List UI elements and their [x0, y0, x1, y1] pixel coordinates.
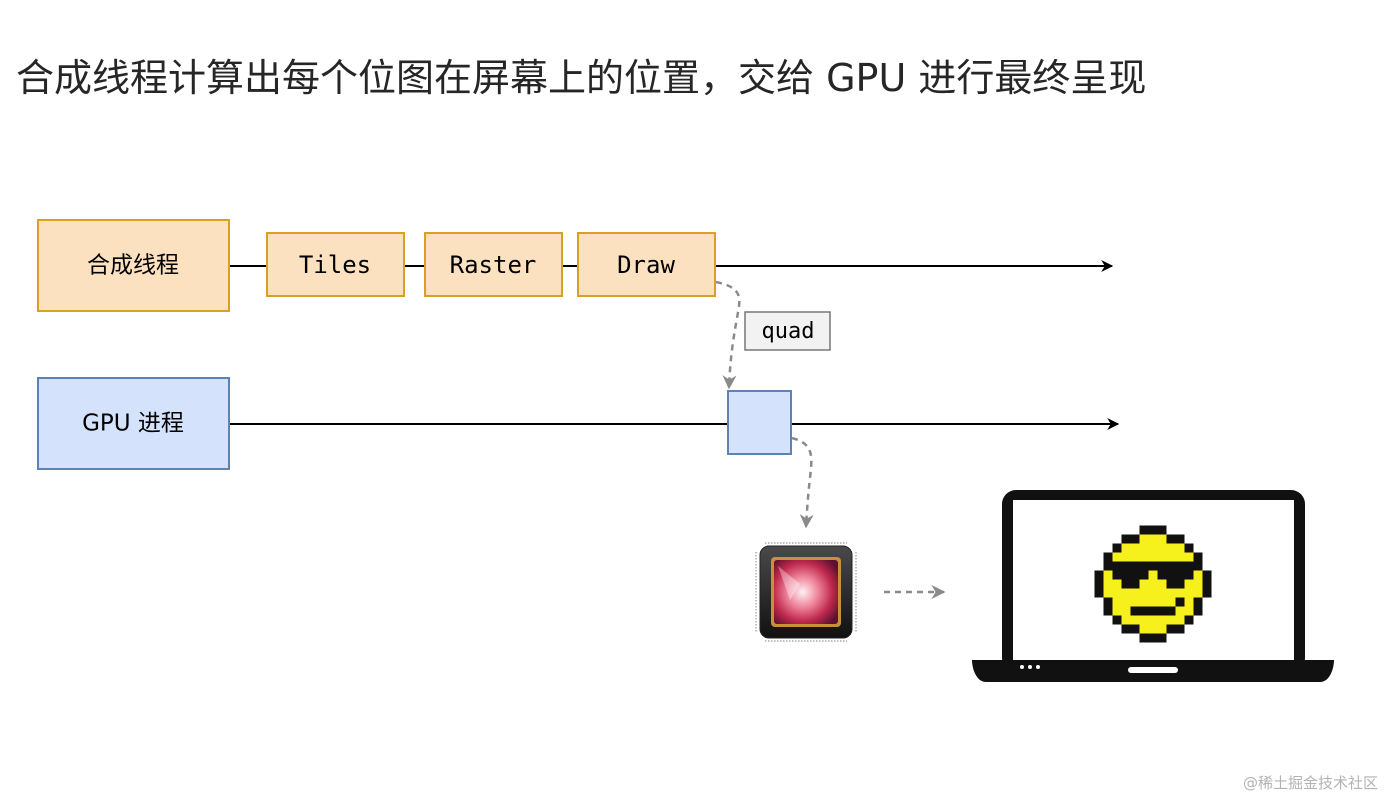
- step-tiles: Tiles: [266, 232, 405, 297]
- step-tiles-label: Tiles: [299, 251, 371, 279]
- gpu-chip-icon: [755, 542, 857, 642]
- gpu-process-label: GPU 进程: [82, 411, 184, 437]
- compositor-thread-box: 合成线程: [37, 219, 230, 312]
- quad-label-box: quad: [744, 311, 831, 351]
- watermark: @稀土掘金技术社区: [1242, 774, 1378, 792]
- quad-label: quad: [762, 319, 815, 344]
- gpu-process-box: GPU 进程: [37, 377, 230, 470]
- draw-to-gpu-arrow: [715, 280, 741, 390]
- step-raster: Raster: [424, 232, 563, 297]
- sunglasses-emoji-icon: [1094, 525, 1212, 643]
- gpu-frame-box: [727, 390, 792, 455]
- gpu-to-chip-arrow: [791, 436, 814, 529]
- step-draw-label: Draw: [617, 251, 675, 279]
- step-draw: Draw: [577, 232, 716, 297]
- compositor-thread-label: 合成线程: [87, 253, 179, 279]
- step-raster-label: Raster: [450, 251, 537, 279]
- page-title: 合成线程计算出每个位图在屏幕上的位置，交给 GPU 进行最终呈现: [16, 56, 1147, 100]
